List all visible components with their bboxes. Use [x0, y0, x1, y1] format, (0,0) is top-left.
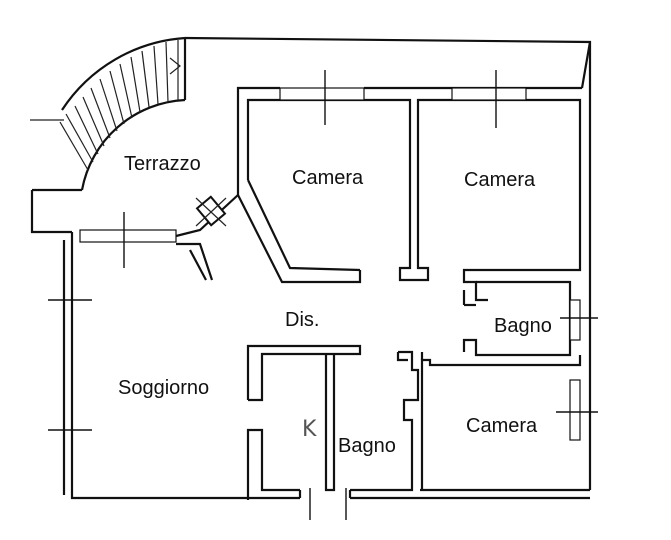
bedroom-1-walls: [236, 86, 582, 284]
room-label-bedroom-2: Camera: [464, 169, 536, 191]
room-label-terrace: Terrazzo: [124, 153, 201, 175]
terrace-door-symbol: [195, 195, 227, 227]
bathroom-1-walls: [462, 280, 581, 357]
spiral-stair: [59, 40, 181, 171]
room-label-bathroom-2: Bagno: [338, 435, 396, 457]
room-label-bedroom-3: Camera: [466, 415, 538, 437]
window-markers: [48, 70, 598, 520]
bedroom-3-walls: [420, 355, 582, 490]
room-label-bedroom-1: Camera: [292, 167, 364, 189]
room-label-living: Soggiorno: [118, 377, 209, 399]
room-label-hall: Dis.: [285, 309, 319, 331]
bedroom-2-walls: [398, 41, 592, 302]
room-label-bathroom-1: Bagno: [494, 315, 552, 337]
outer-walls: [62, 194, 590, 500]
kitchen-mark: K: [302, 417, 317, 442]
hall-walls: [246, 344, 424, 500]
